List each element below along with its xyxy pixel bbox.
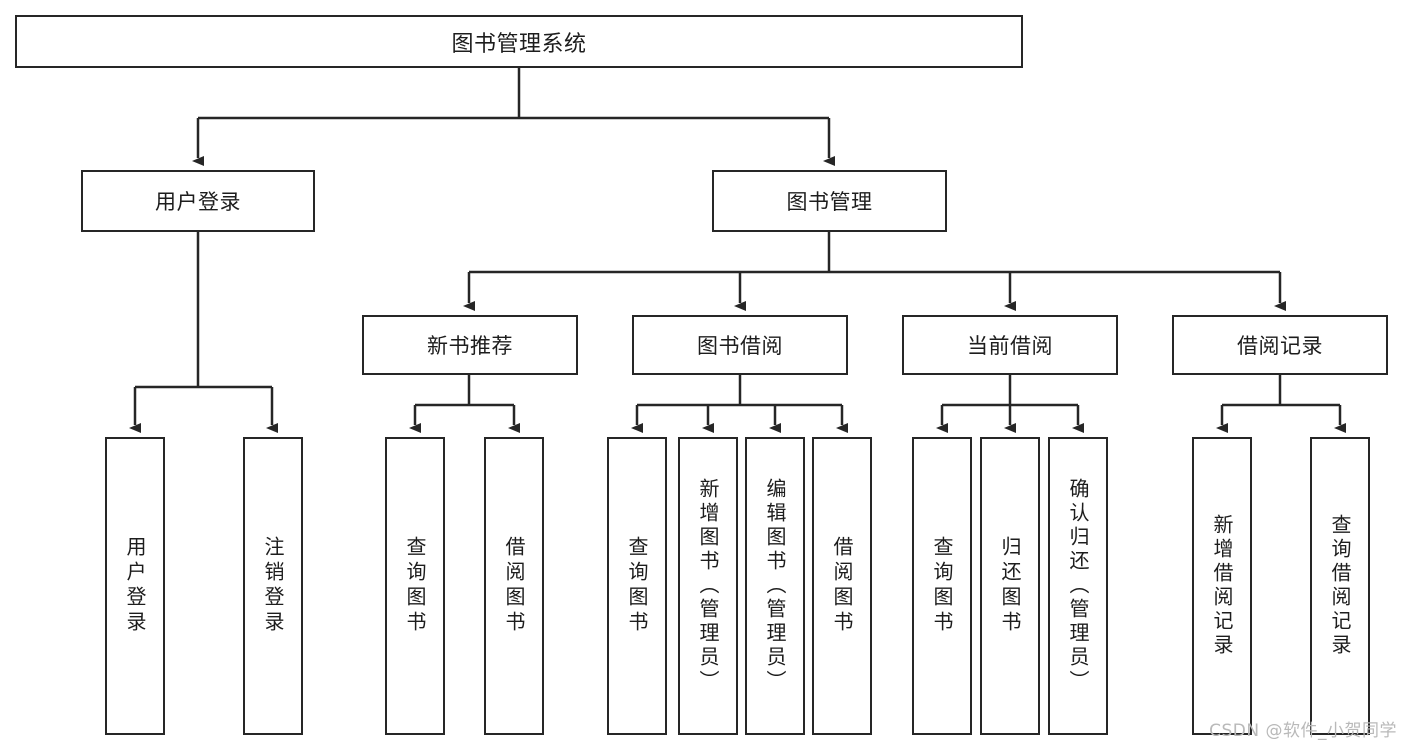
node-label: 查询借阅记录 [1328,514,1352,658]
node-label: 借阅图书 [502,536,526,636]
node-label: 借阅图书 [830,536,854,636]
leaf-logout[interactable]: 注销登录 [243,437,303,735]
leaf-query-books-borrow[interactable]: 查询图书 [607,437,667,735]
node-label: 图书借阅 [697,334,783,358]
node-label: 注销登录 [261,536,285,636]
leaf-add-book-admin[interactable]: 新增图书（管理员） [678,437,738,735]
node-user-login[interactable]: 用户登录 [81,170,315,232]
node-book-management[interactable]: 图书管理 [712,170,947,232]
node-label: 查询图书 [930,536,954,636]
node-root-library-system[interactable]: 图书管理系统 [15,15,1023,68]
leaf-add-borrow-record[interactable]: 新增借阅记录 [1192,437,1252,735]
node-label: 编辑图书（管理员） [763,478,787,694]
node-label: 确认归还（管理员） [1066,478,1090,694]
leaf-confirm-return-admin[interactable]: 确认归还（管理员） [1048,437,1108,735]
node-label: 归还图书 [998,536,1022,636]
node-label: 用户登录 [123,536,147,636]
node-label: 图书管理系统 [451,31,587,57]
leaf-query-books-recommend[interactable]: 查询图书 [385,437,445,735]
node-current-borrow[interactable]: 当前借阅 [902,315,1118,375]
node-label: 图书管理 [786,190,873,214]
node-label: 新书推荐 [427,334,513,358]
leaf-query-borrow-record[interactable]: 查询借阅记录 [1310,437,1370,735]
node-new-book-recommend[interactable]: 新书推荐 [362,315,578,375]
leaf-edit-book-admin[interactable]: 编辑图书（管理员） [745,437,805,735]
node-label: 查询图书 [625,536,649,636]
leaf-borrow-books-recommend[interactable]: 借阅图书 [484,437,544,735]
node-label: 当前借阅 [967,334,1053,358]
node-borrow-record[interactable]: 借阅记录 [1172,315,1388,375]
node-label: 用户登录 [155,190,241,214]
leaf-return-books[interactable]: 归还图书 [980,437,1040,735]
node-book-borrow[interactable]: 图书借阅 [632,315,848,375]
node-label: 新增借阅记录 [1210,514,1234,658]
leaf-query-books-current[interactable]: 查询图书 [912,437,972,735]
watermark: CSDN @软件_小贺同学 [1209,721,1397,741]
node-label: 新增图书（管理员） [696,478,720,694]
node-label: 借阅记录 [1237,334,1323,358]
node-label: 查询图书 [403,536,427,636]
leaf-user-login[interactable]: 用户登录 [105,437,165,735]
leaf-borrow-books[interactable]: 借阅图书 [812,437,872,735]
